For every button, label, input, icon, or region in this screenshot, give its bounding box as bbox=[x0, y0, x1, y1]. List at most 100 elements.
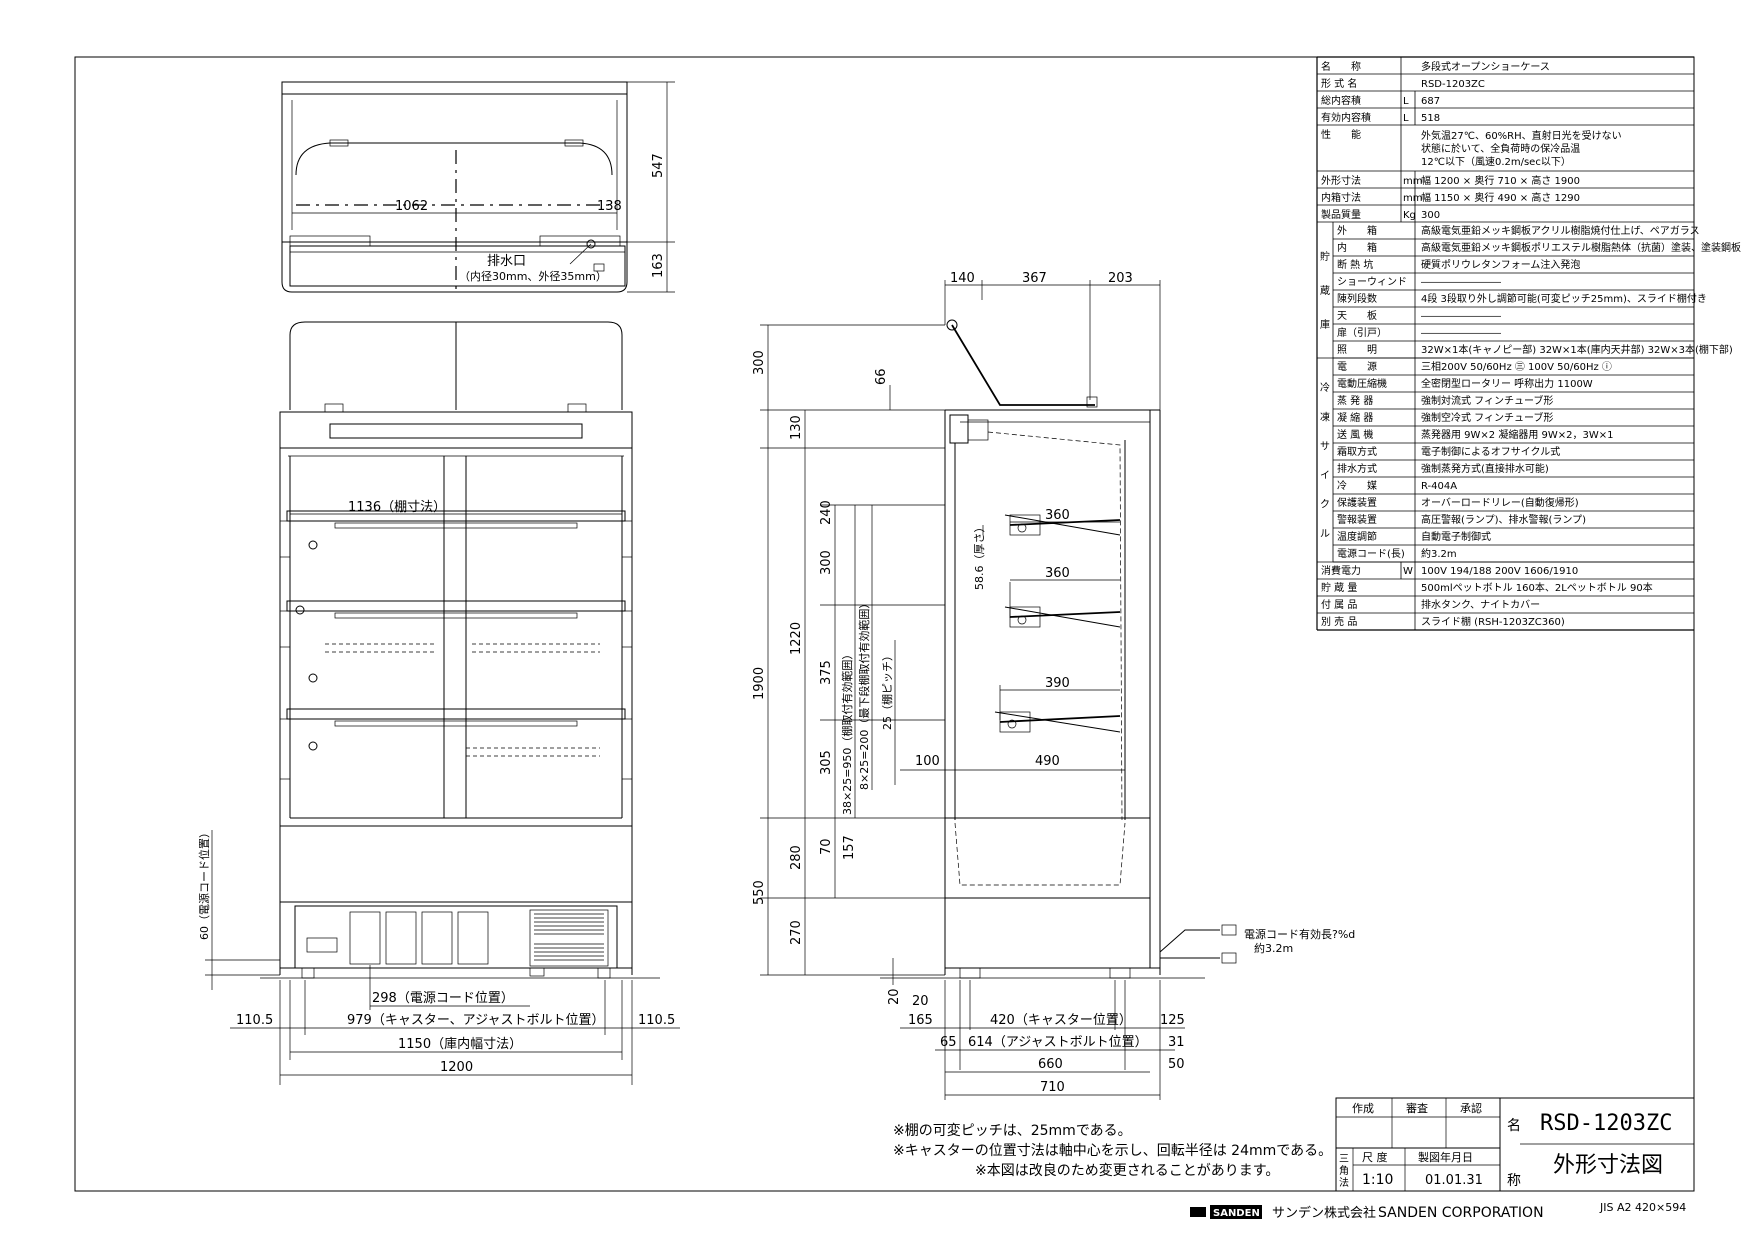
spec-value: 全密閉型ロータリー 呼称出力 1100W bbox=[1421, 377, 1593, 390]
spec-group-char: 凍 bbox=[1320, 410, 1330, 423]
sanden-logo bbox=[1210, 1205, 1262, 1219]
front-view: 1136（棚寸法） 60（電源コード位置） 298（電源コード位置） 979（キ… bbox=[197, 321, 680, 1085]
side-view: 電源コード有効長?%d 約3.2m 140 367 203 300 66 bbox=[752, 271, 1355, 1100]
dim-203: 203 bbox=[1108, 271, 1133, 286]
dim-547: 547 bbox=[651, 153, 666, 178]
spec-value-line: 状態に於いて、全負荷時の保冷品温 bbox=[1421, 142, 1580, 155]
col-sakusei: 作成 bbox=[1352, 1102, 1374, 1115]
drain-label: 排水口 bbox=[487, 254, 526, 269]
spec-value: 518 bbox=[1421, 113, 1440, 124]
maker-logo-text: SANDEN bbox=[1213, 1208, 1260, 1219]
spec-label: 電動圧縮機 bbox=[1337, 377, 1387, 390]
spec-label: 有効内容積 bbox=[1321, 111, 1371, 124]
spec-label: 排水方式 bbox=[1337, 462, 1377, 475]
dim-660: 660 bbox=[1038, 1057, 1063, 1072]
dim-420: 420（キャスター位置） bbox=[990, 1013, 1132, 1028]
name-label-top: 名 bbox=[1507, 1118, 1521, 1134]
dim-490: 490 bbox=[1035, 754, 1060, 769]
spec-label: 扉（引戸） bbox=[1337, 326, 1387, 339]
dim-65: 65 bbox=[940, 1035, 957, 1050]
dim-298: 298（電源コード位置） bbox=[372, 991, 514, 1006]
footer: SANDEN サンデン株式会社 SANDEN CORPORATION JIS A… bbox=[1190, 1201, 1686, 1221]
spec-label: 電源コード(長) bbox=[1337, 547, 1405, 560]
dim-280: 280 bbox=[789, 845, 804, 870]
dim-100: 100 bbox=[915, 754, 940, 769]
maker-en: SANDEN CORPORATION bbox=[1378, 1205, 1544, 1221]
date-label: 製図年月日 bbox=[1418, 1150, 1473, 1164]
top-view: 1062 138 排水口 （内径30mm、外径35mm） 547 163 bbox=[281, 81, 675, 293]
dim-110b: 110.5 bbox=[638, 1013, 675, 1028]
dim-614: 614（アジャストボルト位置） bbox=[968, 1035, 1148, 1050]
dim-270: 270 bbox=[789, 920, 804, 945]
notes: ※棚の可変ピッチは、25mmである。 ※キャスターの位置寸法は軸中心を示し、回転… bbox=[893, 1122, 1332, 1179]
dim-1200: 1200 bbox=[440, 1060, 473, 1075]
spec-value: スライド棚 (RSH-1203ZC360) bbox=[1421, 615, 1565, 628]
dim-31: 31 bbox=[1168, 1035, 1185, 1050]
method-label-2: 角 bbox=[1339, 1165, 1349, 1177]
spec-label: 霜取方式 bbox=[1337, 445, 1377, 458]
dim-1136: 1136（棚寸法） bbox=[348, 500, 446, 515]
dim-1062: 1062 bbox=[395, 199, 428, 214]
method-label-3: 法 bbox=[1339, 1176, 1349, 1189]
dim-1220: 1220 bbox=[789, 622, 804, 655]
model-name: RSD-1203ZC bbox=[1540, 1111, 1672, 1136]
date-value: 01.01.31 bbox=[1425, 1173, 1483, 1188]
spec-value: 高級電気亜鉛メッキ鋼板ポリエステル樹脂熱体（抗菌）塗装、塗装鋼板 bbox=[1421, 241, 1741, 254]
spec-value: 約3.2m bbox=[1421, 547, 1457, 560]
dim-979: 979（キャスター、アジャストボルト位置） bbox=[347, 1013, 605, 1028]
spec-label: 付 属 品 bbox=[1321, 598, 1357, 611]
spec-value: 強制蒸発方式(直接排水可能) bbox=[1421, 462, 1549, 475]
note-3: ※本図は改良のため変更されることがあります。 bbox=[975, 1162, 1279, 1179]
dim-70: 70 bbox=[819, 838, 834, 855]
spec-group-char: サ bbox=[1320, 440, 1330, 452]
spec-group-char: 蔵 bbox=[1320, 284, 1330, 297]
dim-375: 375 bbox=[819, 660, 834, 685]
spec-label: 凝 縮 器 bbox=[1337, 411, 1373, 424]
spec-label: 内 箱 bbox=[1337, 241, 1377, 254]
spec-value: 4段 3段取り外し調節可能(可変ピッチ25mm)、スライド棚付き bbox=[1421, 292, 1707, 305]
spec-label: 電 源 bbox=[1337, 360, 1377, 373]
spec-label: 総内容積 bbox=[1321, 94, 1361, 107]
spec-unit: L bbox=[1403, 113, 1409, 124]
spec-label: 温度調節 bbox=[1337, 530, 1377, 543]
dim-20b: 20 bbox=[912, 994, 929, 1009]
spec-label: 消費電力 bbox=[1321, 564, 1361, 577]
spec-unit: mm bbox=[1403, 176, 1422, 187]
spec-value: 32W×1本(キャノピー部) 32W×1本(庫内天井部) 32W×3本(棚下部) bbox=[1421, 343, 1733, 356]
dim-300-top: 300 bbox=[752, 350, 767, 375]
spec-group-char: 貯 bbox=[1320, 251, 1330, 263]
spec-value: 排水タンク、ナイトカバー bbox=[1421, 598, 1540, 611]
spec-value: 強制対流式 フィンチューブ形 bbox=[1421, 394, 1553, 407]
spec-value-line: 外気温27℃、60%RH、直射日光を受けない bbox=[1421, 129, 1622, 142]
spec-value: 強制空冷式 フィンチューブ形 bbox=[1421, 411, 1553, 424]
cord-length: 約3.2m bbox=[1254, 941, 1293, 955]
spec-unit: Kg bbox=[1403, 210, 1416, 221]
dim-360b: 360 bbox=[1045, 566, 1070, 581]
dim-163: 163 bbox=[651, 253, 666, 278]
spec-group-char: イ bbox=[1320, 471, 1330, 482]
dim-140: 140 bbox=[950, 271, 975, 286]
spec-unit: W bbox=[1403, 566, 1413, 577]
spec-value: R-404A bbox=[1421, 481, 1457, 492]
note-1: ※棚の可変ピッチは、25mmである。 bbox=[893, 1122, 1132, 1139]
spec-label: 性 能 bbox=[1321, 128, 1361, 141]
spec-value: RSD-1203ZC bbox=[1421, 79, 1485, 90]
spec-unit: L bbox=[1403, 96, 1409, 107]
drawing-name: 外形寸法図 bbox=[1553, 1153, 1663, 1178]
paper-size: JIS A2 420×594 bbox=[1599, 1201, 1686, 1214]
spec-value: 蒸発器用 9W×2 凝縮器用 9W×2，3W×1 bbox=[1421, 428, 1614, 441]
cord-label: 電源コード有効長?%d bbox=[1244, 927, 1355, 941]
spec-label: 製品質量 bbox=[1321, 208, 1361, 221]
dim-240: 240 bbox=[819, 500, 834, 525]
spec-value: 100V 194/188 200V 1606/1910 bbox=[1421, 566, 1578, 577]
dim-60: 60（電源コード位置） bbox=[197, 827, 211, 940]
dim-300b: 300 bbox=[819, 550, 834, 575]
method-label-1: 三 bbox=[1339, 1154, 1349, 1165]
dim-390: 390 bbox=[1045, 676, 1070, 691]
dim-950: 38×25=950（棚取付有効範囲） bbox=[840, 649, 854, 815]
spec-label: 貯 蔵 量 bbox=[1321, 581, 1357, 594]
spec-label: 別 売 品 bbox=[1321, 615, 1357, 628]
dim-165: 165 bbox=[908, 1013, 933, 1028]
scale-value: 1:10 bbox=[1362, 1172, 1393, 1188]
